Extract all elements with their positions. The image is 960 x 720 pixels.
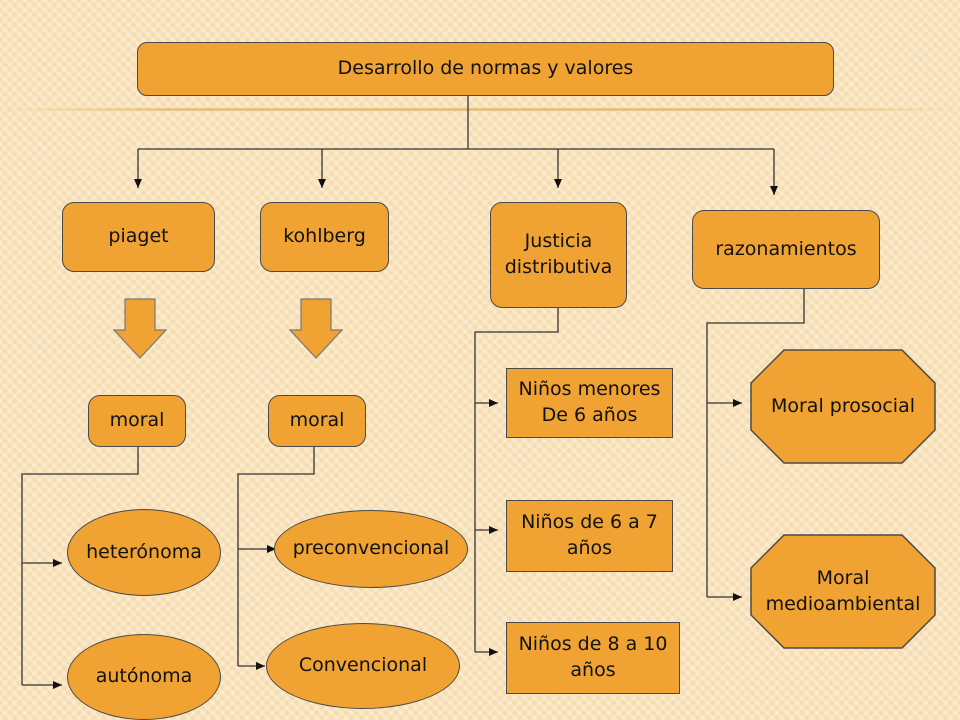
moral-prosocial-node: Moral prosocial [750, 349, 936, 464]
justicia-item-2: Niños de 6 a 7 años [506, 500, 673, 572]
justicia-item-2-label: Niños de 6 a 7 años [521, 511, 658, 559]
moral-medioambiental-node: Moral medioambiental [750, 534, 936, 649]
down-arrow-kohlberg [288, 298, 344, 359]
justicia-item-1: Niños menores De 6 años [506, 368, 673, 438]
justicia-item-3-label: Niños de 8 a 10 años [518, 633, 668, 681]
kohlberg-moral-label: moral [289, 409, 345, 432]
piaget-node: piaget [62, 202, 215, 272]
kohlberg-label: kohlberg [283, 225, 366, 248]
decorative-line [0, 108, 960, 111]
preconvencional-node: preconvencional [274, 510, 468, 588]
justicia-node: Justicia distributiva [490, 202, 627, 308]
piaget-moral-node: moral [88, 395, 186, 447]
down-arrow-piaget [112, 298, 168, 359]
convencional-label: Convencional [298, 654, 428, 677]
root-node: Desarrollo de normas y valores [137, 42, 834, 96]
convencional-node: Convencional [266, 623, 460, 709]
kohlberg-moral-node: moral [268, 395, 366, 447]
justicia-label: Justicia distributiva [504, 230, 613, 278]
heteronoma-label: heterónoma [86, 540, 202, 563]
autonoma-node: autónoma [67, 634, 221, 720]
piaget-moral-label: moral [109, 409, 165, 432]
moral-prosocial-label: Moral prosocial [770, 394, 916, 417]
moral-medioambiental-label: Moral medioambiental [765, 566, 921, 615]
piaget-label: piaget [108, 225, 169, 248]
autonoma-label: autónoma [95, 665, 193, 688]
root-label: Desarrollo de normas y valores [337, 57, 634, 80]
justicia-item-3: Niños de 8 a 10 años [506, 622, 680, 694]
razonamientos-label: razonamientos [715, 237, 857, 260]
razonamientos-node: razonamientos [692, 210, 880, 289]
kohlberg-node: kohlberg [260, 202, 389, 272]
heteronoma-node: heterónoma [67, 509, 221, 596]
justicia-item-1-label: Niños menores De 6 años [518, 378, 661, 426]
preconvencional-label: preconvencional [292, 537, 450, 560]
